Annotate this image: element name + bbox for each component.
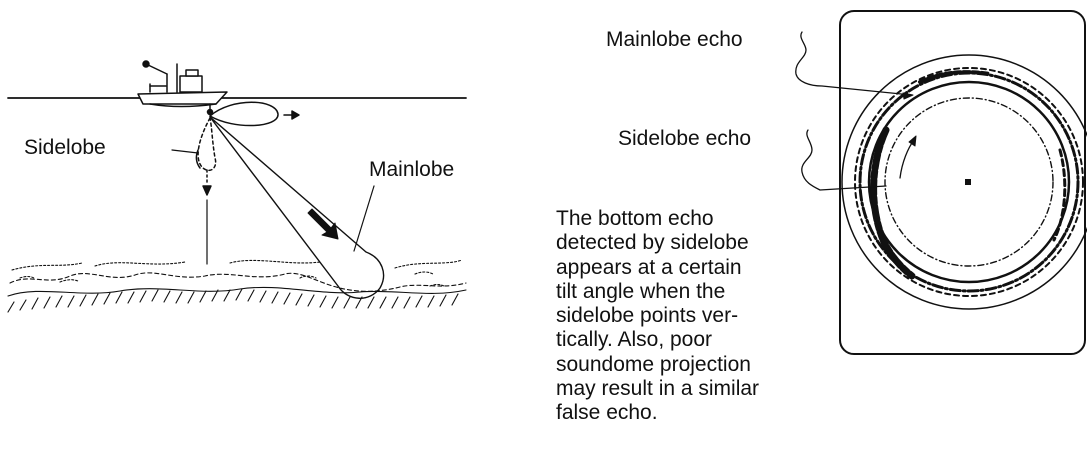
note-line: soundome projection <box>556 353 826 377</box>
mainlobe-beam <box>210 117 384 298</box>
arrow-down-icon <box>203 186 211 195</box>
note-line: The bottom echo <box>556 207 826 231</box>
note-line: sidelobe points ver- <box>556 304 826 328</box>
note-line: may result in a similar <box>556 377 826 401</box>
own-ship-mark <box>965 179 971 185</box>
note-line: appears at a certain <box>556 256 826 280</box>
outer-range-ring <box>842 55 1087 309</box>
seabed <box>8 260 466 312</box>
sidelobe-echo-pointer <box>900 140 914 178</box>
arrow-right-icon <box>284 111 299 119</box>
mainlobe-echo-label: Mainlobe echo <box>606 28 743 52</box>
sidelobe-label: Sidelobe <box>24 136 106 160</box>
note-line: detected by sidelobe <box>556 231 826 255</box>
sidelobe-beam <box>198 118 216 170</box>
note-line: tilt angle when the <box>556 280 826 304</box>
explanation-note: The bottom echo detected by sidelobe app… <box>556 207 826 426</box>
mainlobe-label: Mainlobe <box>369 158 454 182</box>
ship-icon <box>138 61 227 115</box>
note-line: false echo. <box>556 401 826 425</box>
sidelobe-echo-label: Sidelobe echo <box>618 127 751 151</box>
side-beam <box>210 102 278 125</box>
mainlobe-echo-leader <box>796 32 911 95</box>
note-line: tically. Also, poor <box>556 328 826 352</box>
